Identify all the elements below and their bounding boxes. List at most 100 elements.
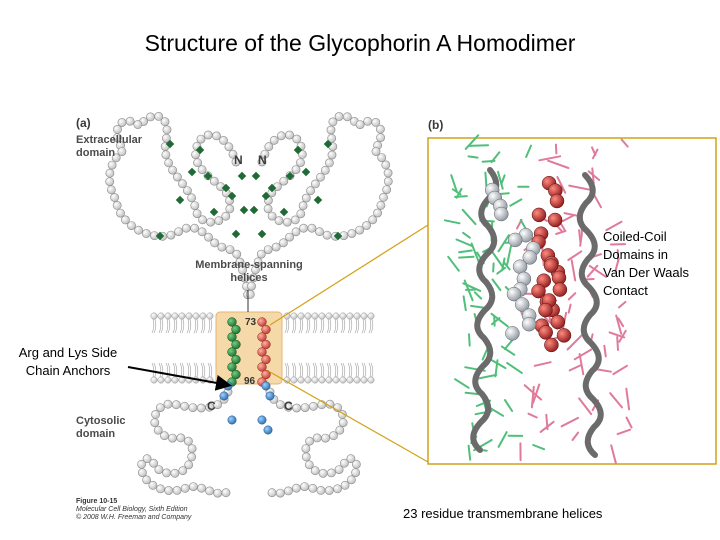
glycan-mark — [187, 167, 197, 177]
lipid-head — [297, 312, 305, 320]
panel-b-label: (b) — [428, 118, 444, 132]
side-chain-stick — [491, 317, 501, 326]
residue-bead — [315, 227, 324, 237]
residue-bead — [105, 177, 115, 186]
residue-bead — [308, 483, 318, 493]
side-chain-stick — [538, 155, 562, 162]
residue-bead — [166, 230, 176, 240]
residue-73-label: 73 — [245, 317, 257, 328]
lipid-head — [157, 376, 165, 384]
lipid-head — [318, 312, 326, 320]
residue-bead — [245, 289, 255, 299]
anchors-arrow — [127, 366, 232, 391]
helix-residue-green — [227, 347, 237, 357]
residue-bead — [187, 193, 196, 203]
residue-bead — [310, 179, 320, 189]
residue-bead — [278, 238, 288, 248]
n-terminus-left: N — [234, 153, 243, 167]
residue-bead — [335, 425, 345, 435]
helix-residue-green — [231, 324, 241, 335]
lipid-head — [346, 312, 354, 320]
residue-bead — [151, 409, 160, 419]
residue-bead — [298, 201, 308, 211]
residue-bead — [381, 160, 391, 170]
side-chain-stick — [608, 331, 626, 339]
lipid-tail — [312, 362, 318, 378]
side-chain-stick — [461, 208, 477, 226]
residue-bead — [209, 176, 219, 186]
residue-bead — [171, 400, 181, 410]
lipid-tail — [333, 318, 339, 334]
lipid-tail — [305, 318, 311, 334]
residue-bead — [269, 135, 279, 145]
residue-bead — [154, 112, 164, 121]
residue-bead — [112, 200, 122, 210]
contact-atom-sphere — [538, 302, 553, 318]
residue-bead — [133, 120, 143, 129]
side-chain-stick — [494, 359, 499, 378]
residue-bead — [187, 452, 197, 462]
residue-bead — [368, 215, 378, 225]
residue-bead — [142, 454, 152, 464]
residue-bead — [196, 403, 206, 413]
side-chain-stick — [475, 373, 498, 380]
residue-bead — [214, 216, 224, 226]
residue-bead — [141, 229, 151, 238]
residue-bead — [267, 488, 277, 498]
basic-residue-anchor — [223, 381, 233, 391]
residue-bead — [355, 120, 365, 129]
lipid-tail — [172, 318, 178, 334]
residue-bead — [193, 158, 202, 168]
residue-bead — [338, 418, 348, 427]
helix-residue-green — [231, 339, 241, 350]
side-chain-stick — [533, 361, 552, 367]
helix-residue-red — [261, 324, 271, 335]
coiled-coil-callout: Coiled-Coil Domains in Van Der Waals Con… — [603, 229, 689, 298]
contact-atom-sphere — [543, 258, 559, 273]
extracellular-domain-label: Extracellular domain — [76, 134, 143, 159]
lipid-tail — [298, 362, 304, 378]
residue-bead — [248, 273, 258, 283]
lipid-head — [318, 376, 326, 384]
glycan-mark — [209, 207, 219, 217]
glycan-chains — [155, 139, 343, 241]
panel-a-label: (a) — [76, 116, 91, 130]
side-chain-stick — [481, 159, 496, 163]
glycan-mark — [249, 205, 259, 215]
figure-number: Figure 10-15 — [76, 498, 118, 505]
residue-bead — [187, 444, 197, 453]
glycan-mark — [231, 229, 241, 239]
side-chain-stick — [462, 282, 482, 292]
figure-copyright: © 2008 W.H. Freeman and Company — [76, 514, 192, 521]
residue-bead — [205, 486, 214, 496]
lipid-tail — [319, 318, 325, 334]
glycan-mark — [285, 171, 295, 181]
side-chain-stick — [462, 231, 471, 239]
residue-bead — [318, 468, 328, 478]
lipid-tail — [186, 318, 192, 334]
glycan-mark — [323, 139, 333, 149]
residue-bead — [170, 468, 180, 478]
residue-bead — [296, 158, 305, 167]
residue-bead — [183, 436, 193, 446]
side-chain-stick — [464, 391, 481, 396]
side-chain-stick — [570, 259, 577, 282]
lipid-head — [304, 312, 312, 320]
contact-atom-sphere — [506, 286, 522, 302]
side-chain-stick — [617, 317, 625, 328]
residue-bead — [155, 403, 165, 412]
glycan-mark — [261, 191, 271, 201]
residue-bead — [326, 125, 336, 135]
glycan-mark — [279, 207, 289, 217]
side-chain-stick — [527, 412, 538, 419]
side-chain-stick — [490, 407, 505, 417]
residue-bead — [213, 400, 222, 409]
side-chain-stick — [625, 416, 633, 429]
residue-bead — [377, 153, 387, 162]
residue-bead — [334, 465, 344, 474]
side-chain-stick — [560, 416, 580, 428]
residue-bead — [263, 204, 273, 214]
side-chain-stick — [501, 257, 506, 272]
side-chain-stick — [620, 138, 629, 148]
side-chain-stick — [458, 249, 473, 254]
